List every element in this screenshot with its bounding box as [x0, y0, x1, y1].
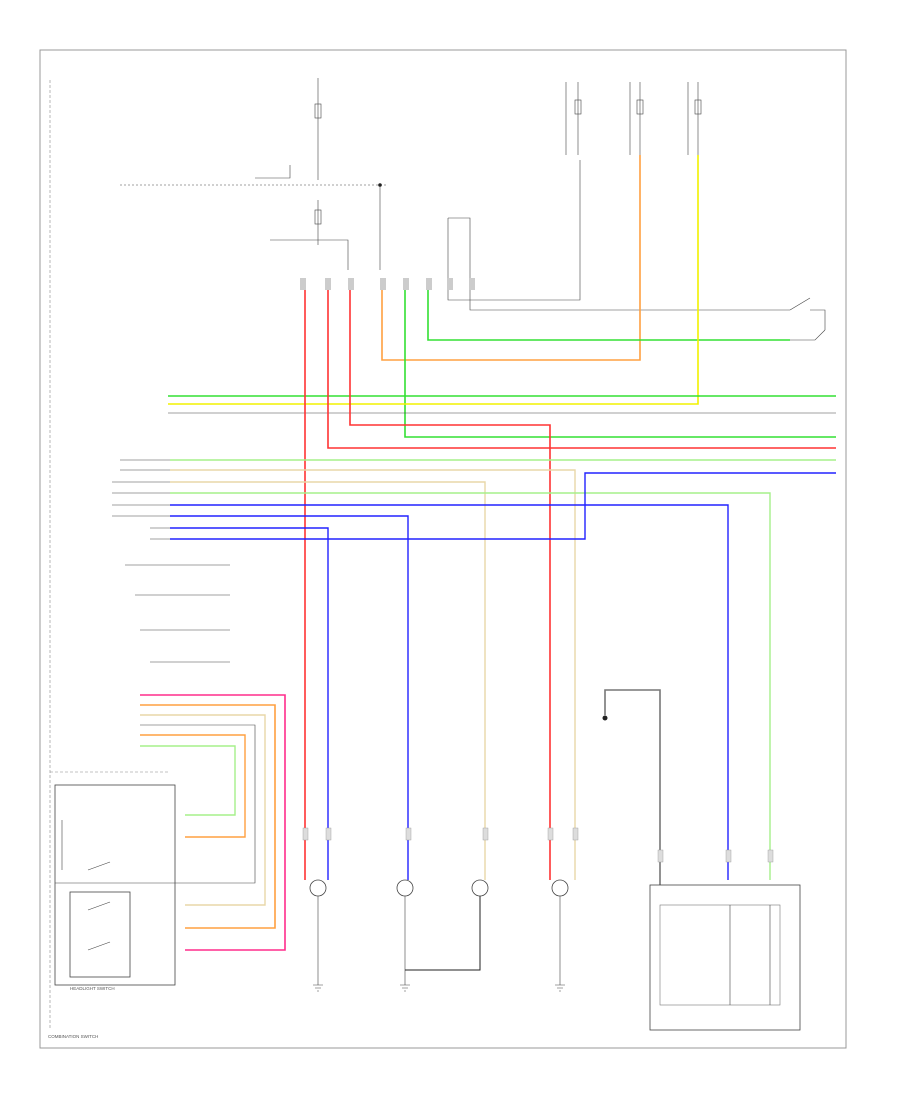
- switch-outline: [54, 784, 176, 986]
- wire-red: [349, 290, 551, 880]
- wire-blue: [170, 472, 836, 540]
- fuse-icon: [314, 209, 322, 225]
- inline-connectors: [302, 827, 774, 863]
- module-box: [649, 884, 801, 1031]
- connector-row: [300, 278, 475, 290]
- lamp-left-high: [309, 879, 327, 985]
- wire-red: [327, 290, 836, 449]
- combination-switch-label: COMBINATION SWITCH: [48, 1034, 98, 1039]
- wire-blue: [170, 504, 729, 880]
- ground-icon: [313, 984, 323, 992]
- left-leads: [112, 459, 230, 663]
- wire-orange: [140, 734, 246, 838]
- headlight-switch: HEADLIGHT SWITCH COMBINATION SWITCH: [48, 784, 176, 1039]
- top-fuse-group: [120, 78, 702, 290]
- fuse-icon: [314, 103, 322, 119]
- wire-orange: [381, 155, 641, 361]
- headlight-switch-label: HEADLIGHT SWITCH: [70, 986, 115, 991]
- wire-pink: [140, 694, 286, 951]
- wire-tan: [170, 481, 486, 880]
- wire-green: [404, 290, 836, 438]
- ground-icon: [400, 984, 410, 992]
- ground-point-icon: [602, 715, 608, 721]
- lamp-right-high: [551, 879, 569, 985]
- diagram-border: [39, 49, 847, 1049]
- lamp-left-low: [396, 879, 414, 985]
- lamp-icon: [396, 879, 414, 897]
- wire-tan: [140, 714, 266, 906]
- lamp-icon: [309, 879, 327, 897]
- right-fuse-block: [565, 82, 702, 155]
- lamp-icon: [551, 879, 569, 897]
- control-module: [602, 689, 801, 1031]
- lamp-icon: [471, 879, 489, 897]
- wire-blue: [170, 515, 409, 880]
- wire-yellow: [168, 155, 699, 405]
- relay-switch-icon: [789, 297, 826, 330]
- wire-lightgreen: [140, 745, 236, 816]
- wire-lightgreen: [170, 492, 771, 880]
- module-inner: [659, 904, 781, 1006]
- wire-orange: [140, 704, 276, 929]
- fuse-icon: [574, 99, 582, 115]
- wire-tan: [170, 469, 576, 880]
- switch-inner: [69, 891, 131, 978]
- lamp-right-low: [405, 879, 489, 971]
- wire-green: [427, 290, 790, 341]
- wire-blue: [170, 527, 329, 880]
- ground-icon: [555, 984, 565, 992]
